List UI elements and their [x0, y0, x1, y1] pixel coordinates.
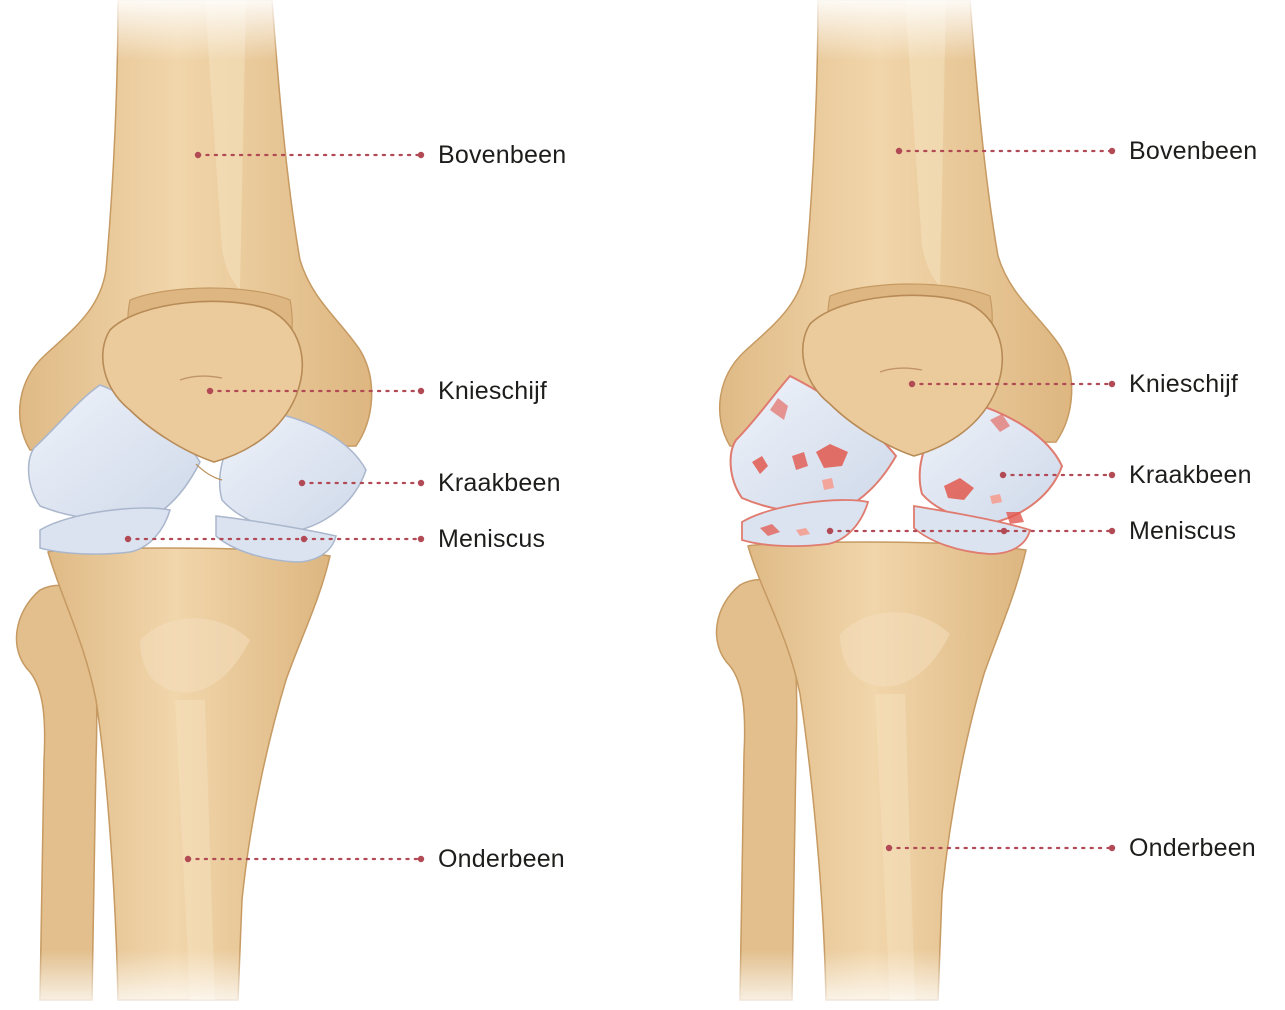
label-meniscus: Meniscus	[1129, 517, 1236, 545]
label-tibia: Onderbeen	[438, 845, 565, 873]
label-patella: Knieschijf	[1129, 370, 1238, 398]
label-cartilage: Kraakbeen	[1129, 461, 1252, 489]
label-femur: Bovenbeen	[1129, 137, 1257, 165]
label-cartilage: Kraakbeen	[438, 469, 561, 497]
label-femur: Bovenbeen	[438, 141, 566, 169]
label-tibia: Onderbeen	[1129, 834, 1256, 862]
label-patella: Knieschijf	[438, 377, 547, 405]
label-meniscus: Meniscus	[438, 525, 545, 553]
